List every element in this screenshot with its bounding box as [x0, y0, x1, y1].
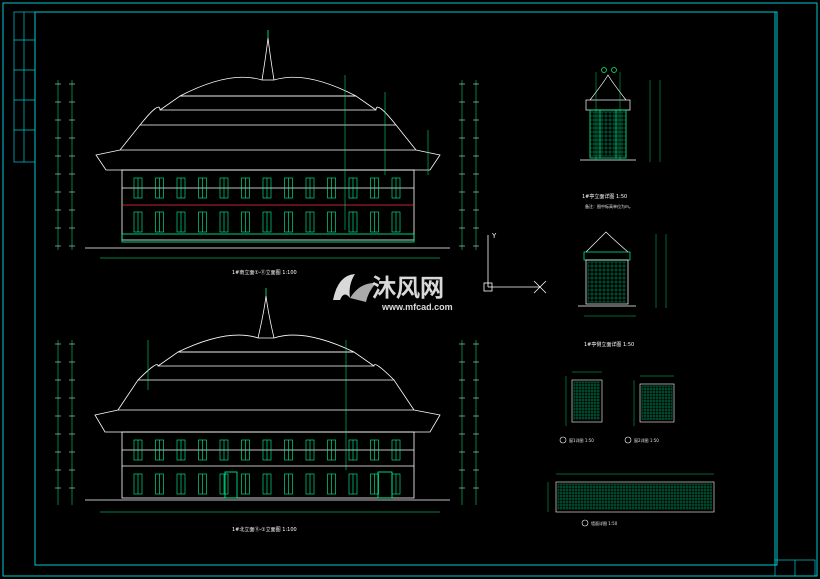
mfcad-logo-icon: [333, 274, 376, 302]
pavilion-side-detail: [578, 231, 667, 317]
pavilion-side-hatch: [587, 261, 626, 303]
svg-text:窗1详图 1:50: 窗1详图 1:50: [569, 437, 594, 443]
rear-elevation-title: 1#北立面⑪-①立面图 1:100: [232, 526, 297, 533]
window-detail-1-drawing: [565, 371, 603, 426]
front-elevation-ticks: [55, 83, 479, 247]
mfcad-watermark: 沐风网 www.mfcad.com: [333, 274, 453, 312]
left-title-strip: [13, 11, 36, 163]
wall-detail-hatch: [557, 483, 712, 510]
rear-elevation-windows: [133, 439, 401, 495]
rear-elevation-drawing: [85, 288, 450, 501]
window-detail-1-label: 窗1详图 1:50: [559, 436, 594, 444]
front-elevation-drawing: [85, 30, 450, 249]
rear-elevation-ticks: [55, 343, 479, 489]
svg-text:Y: Y: [491, 232, 497, 240]
front-elevation-windows: [133, 177, 401, 233]
window-detail-2-hatch: [641, 385, 673, 420]
front-elevation-title: 1#南立面①-⑪立面图 1:100: [232, 269, 297, 276]
watermark-brand: 沐风网: [372, 275, 444, 302]
title-block-corner: [774, 559, 816, 577]
pavilion-detail-hatch: [589, 111, 627, 157]
svg-text:墙面详图 1:50: 墙面详图 1:50: [591, 520, 618, 526]
pavilion-side-title: 1#亭侧立面详图 1:50: [584, 341, 634, 348]
window-detail-2-label: 窗2详图 1:50: [624, 436, 659, 444]
front-elevation-dimension-lines: [57, 75, 477, 259]
pavilion-elevation-note: 备注：图中标高单位为m。: [585, 203, 633, 209]
pavilion-elevation-detail: [580, 67, 661, 162]
watermark-url: www.mfcad.com: [381, 302, 453, 312]
wall-detail-label: 墙面详图 1:50: [581, 519, 618, 527]
rear-elevation-dimension-lines: [57, 340, 477, 513]
crosshair-cursor-icon: Y: [483, 232, 547, 294]
window-detail-2-drawing: [633, 375, 675, 426]
window-detail-1-hatch: [573, 381, 600, 420]
pavilion-elevation-title: 1#亭立面详图 1:50: [582, 193, 627, 200]
wall-detail-drawing: [547, 473, 715, 513]
svg-text:窗2详图 1:50: 窗2详图 1:50: [634, 437, 659, 443]
